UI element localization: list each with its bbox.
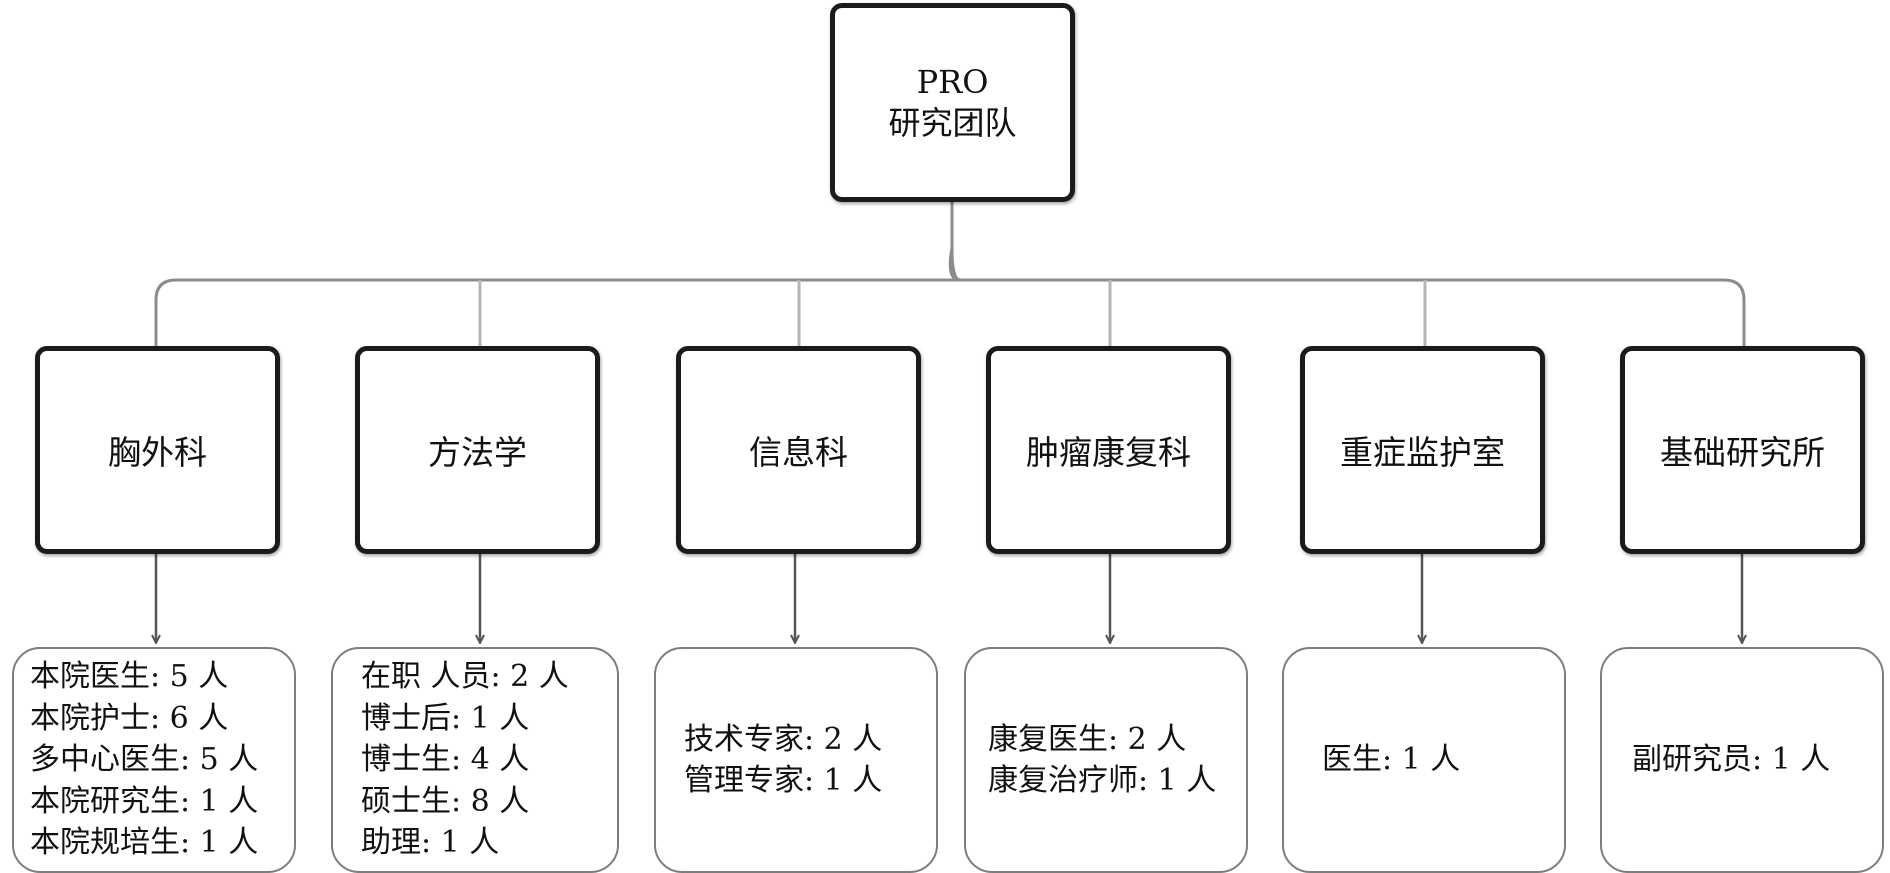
- detail-box-informatics: 技术专家: 2 人 管理专家: 1 人: [654, 647, 938, 873]
- member-line: 技术专家: 2 人: [684, 721, 883, 757]
- detail-box-thoracic: 本院医生: 5 人 本院护士: 6 人 多中心医生: 5 人 本院研究生: 1 …: [12, 647, 296, 873]
- dept-label: 方法学: [428, 433, 527, 472]
- dept-node-icu: 重症监护室: [1300, 346, 1545, 554]
- dept-node-thoracic: 胸外科: [35, 346, 280, 554]
- member-line: 博士后: 1 人: [361, 700, 530, 736]
- dept-label: 胸外科: [108, 433, 207, 472]
- member-line: 助理: 1 人: [361, 825, 500, 861]
- root-title-line2: 研究团队: [888, 103, 1017, 142]
- member-line: 本院医生: 5 人: [30, 659, 229, 695]
- member-line: 博士生: 4 人: [361, 742, 530, 778]
- horizontal-bus-line: [154, 278, 1746, 346]
- dept-node-methodology: 方法学: [355, 346, 600, 554]
- dept-label: 信息科: [749, 433, 848, 472]
- detail-box-oncology-rehab: 康复医生: 2 人 康复治疗师: 1 人: [964, 647, 1248, 873]
- detail-box-basic-research: 副研究员: 1 人: [1600, 647, 1884, 873]
- detail-box-icu: 医生: 1 人: [1282, 647, 1566, 873]
- member-line: 康复治疗师: 1 人: [988, 763, 1217, 798]
- dept-node-informatics: 信息科: [676, 346, 921, 554]
- member-line: 在职 人员: 2 人: [361, 659, 569, 695]
- member-line: 本院护士: 6 人: [30, 700, 229, 736]
- root-title-line1: PRO: [916, 62, 989, 101]
- member-line: 管理专家: 1 人: [684, 763, 883, 798]
- member-line: 康复医生: 2 人: [988, 721, 1187, 757]
- member-line: 多中心医生: 5 人: [30, 742, 259, 778]
- dept-label: 重症监护室: [1340, 433, 1505, 472]
- member-line: 医生: 1 人: [1322, 742, 1461, 778]
- member-line: 本院规培生: 1 人: [30, 825, 259, 861]
- dept-node-oncology-rehab: 肿瘤康复科: [986, 346, 1231, 554]
- root-trunk-line: [948, 202, 961, 282]
- member-line: 本院研究生: 1 人: [30, 783, 259, 819]
- dept-label: 基础研究所: [1660, 433, 1825, 472]
- dept-node-basic-research: 基础研究所: [1620, 346, 1865, 554]
- dept-label: 肿瘤康复科: [1026, 433, 1191, 472]
- root-node: PRO 研究团队: [830, 3, 1075, 202]
- member-line: 副研究员: 1 人: [1632, 742, 1831, 778]
- member-line: 硕士生: 8 人: [361, 783, 530, 819]
- detail-box-methodology: 在职 人员: 2 人 博士后: 1 人 博士生: 4 人 硕士生: 8 人 助理…: [331, 647, 619, 873]
